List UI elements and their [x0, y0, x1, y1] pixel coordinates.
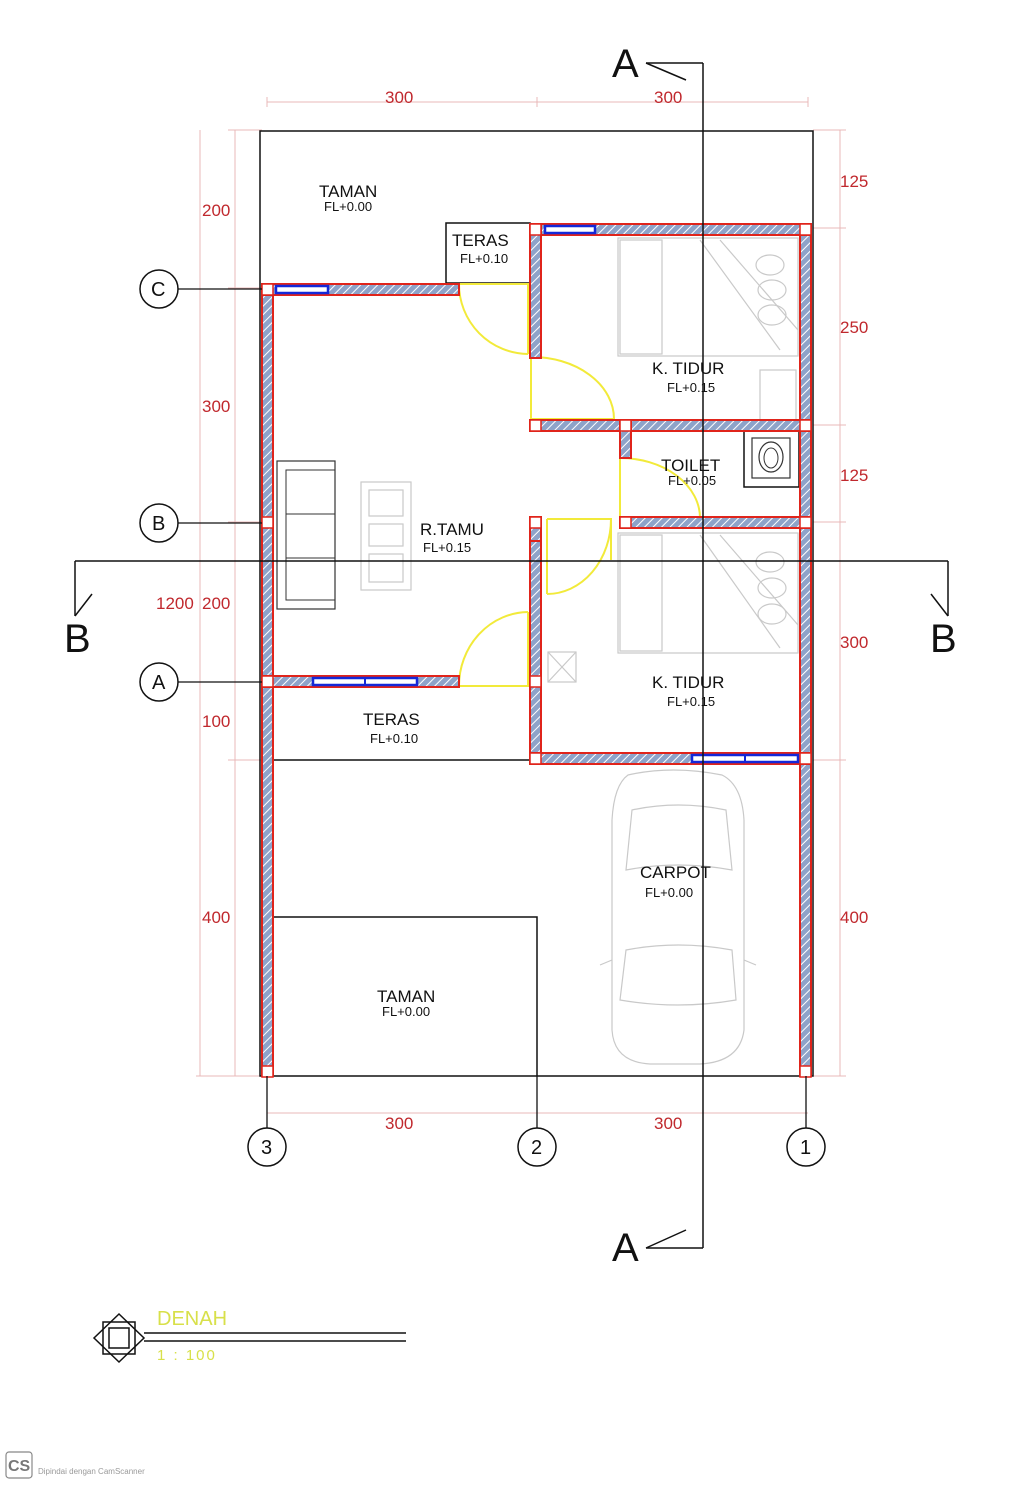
room-name-kt2: K. TIDUR — [652, 673, 724, 692]
windows — [274, 224, 800, 764]
dim-right-toilet: 125 — [840, 466, 868, 485]
room-level-r-tamu: FL+0.15 — [423, 540, 471, 555]
room-level-toilet: FL+0.05 — [668, 473, 716, 488]
door-main — [458, 611, 529, 687]
wall-right — [799, 223, 812, 1077]
toilet-fixture-icon — [751, 437, 791, 479]
room-name-taman-bottom: TAMAN — [377, 987, 435, 1006]
wall-toilet-bottom — [619, 516, 812, 529]
room-level-teras-top: FL+0.10 — [460, 251, 508, 266]
dim-left-carpot: 400 — [202, 908, 230, 927]
compass-symbol-icon — [92, 1312, 146, 1364]
dim-bottom-left: 300 — [385, 1114, 413, 1133]
bed-icon — [617, 237, 799, 421]
scanner-watermark: CS Dipindai dengan CamScanner — [5, 1451, 145, 1479]
room-name-carpot: CARPOT — [640, 863, 711, 882]
dim-right-taman: 125 — [840, 172, 868, 191]
dim-right-carpot: 400 — [840, 908, 868, 927]
dim-left-tamu-lower: 200 — [202, 594, 230, 613]
room-name-kt1: K. TIDUR — [652, 359, 724, 378]
room-level-taman-bottom: FL+0.00 — [382, 1004, 430, 1019]
dimension-lines — [196, 97, 846, 1114]
title-block: DENAH 1 : 100 — [92, 1308, 406, 1364]
section-label-b-right: B — [930, 617, 957, 661]
door-kt2 — [546, 518, 612, 595]
grid-row-b: B — [152, 513, 165, 535]
room-name-teras-front: TERAS — [363, 710, 420, 729]
scanner-logo: CS — [8, 1458, 31, 1475]
columns — [261, 223, 812, 1078]
room-level-taman-top: FL+0.00 — [324, 199, 372, 214]
dim-left-teras: 100 — [202, 712, 230, 731]
section-label-a-top: A — [612, 42, 639, 86]
door-swings — [458, 283, 701, 687]
room-labels: TAMAN FL+0.00 TERAS FL+0.10 K. TIDUR FL+… — [319, 182, 724, 1019]
wall-kt1-left — [529, 223, 542, 359]
dim-top-right: 300 — [654, 88, 682, 107]
section-label-b-left: B — [64, 617, 91, 661]
dim-right-kt1: 250 — [840, 318, 868, 337]
door-teras-top — [458, 283, 529, 355]
coffee-table-icon — [360, 481, 412, 591]
room-level-carpot: FL+0.00 — [645, 885, 693, 900]
grid-col-3: 3 — [261, 1137, 272, 1159]
room-level-teras-front: FL+0.10 — [370, 731, 418, 746]
room-name-toilet: TOILET — [661, 456, 720, 475]
sofa-icon — [276, 460, 336, 610]
drawing-title: DENAH — [157, 1308, 227, 1330]
grid-col-2: 2 — [531, 1137, 542, 1159]
section-label-a-bottom: A — [612, 1226, 639, 1270]
room-name-r-tamu: R.TAMU — [420, 520, 484, 539]
room-name-teras-top: TERAS — [452, 231, 509, 250]
grid-row-a: A — [152, 672, 166, 694]
furniture — [276, 237, 799, 1065]
bed-icon — [547, 532, 799, 683]
grid-col-1: 1 — [800, 1137, 811, 1159]
room-name-taman-top: TAMAN — [319, 182, 377, 201]
grid-bubbles: C B A 3 2 1 — [139, 269, 826, 1167]
window-tamu-top — [274, 284, 330, 295]
window-kt1 — [543, 224, 597, 235]
dim-left-tamu-upper: 300 — [202, 397, 230, 416]
dim-bottom-right: 300 — [654, 1114, 682, 1133]
dim-left-total: 1200 — [156, 594, 194, 613]
door-kt1 — [530, 355, 615, 420]
wall-kt2-left — [529, 540, 542, 761]
dim-top-left: 300 — [385, 88, 413, 107]
dim-right-kt2: 300 — [840, 633, 868, 652]
section-markers: A A B B — [64, 42, 957, 1270]
dim-left-taman: 200 — [202, 201, 230, 220]
wall-kt1-bottom — [529, 419, 812, 432]
car-icon — [599, 769, 757, 1065]
room-level-kt2: FL+0.15 — [667, 694, 715, 709]
dimension-labels: 300 300 300 300 200 300 1200 200 100 400… — [156, 88, 868, 1133]
scanner-watermark-text: Dipindai dengan CamScanner — [38, 1467, 145, 1476]
grid-row-c: C — [151, 279, 165, 301]
room-level-kt1: FL+0.15 — [667, 380, 715, 395]
drawing-scale: 1 : 100 — [157, 1347, 217, 1364]
